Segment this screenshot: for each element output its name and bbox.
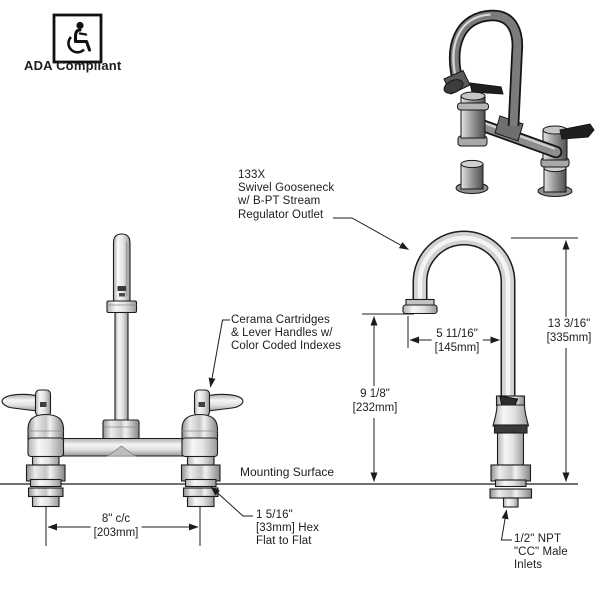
front-view-drawing	[1, 233, 244, 508]
ada-compliant-label: ADA Compliant	[24, 58, 122, 73]
callout-inlets-line-2: "CC" Male	[514, 546, 568, 559]
wheelchair-icon	[52, 13, 103, 64]
dimension-reach-metric: [145mm]	[434, 342, 480, 354]
mounting-surface-label: Mounting Surface	[240, 465, 335, 479]
callout-hex-nut: 1 5/16" [33mm] Hex Flat to Flat	[256, 509, 319, 549]
dimension-reach: 5 11/16" [145mm]	[431, 327, 483, 355]
callout-cartridges: Cerama Cartridges & Lever Handles w/ Col…	[231, 314, 341, 354]
callout-cartridges-line-3: Color Coded Indexes	[231, 340, 341, 353]
callout-spout-line-1: 133X	[238, 169, 266, 181]
dimension-spread: 8" c/c [203mm]	[90, 512, 142, 540]
callout-spout-line-3: w/ B-PT Stream	[238, 195, 321, 208]
dimension-outlet-height-imperial: 9 1/8"	[360, 388, 390, 400]
leader-cartridges	[208, 319, 230, 388]
dimension-spread-metric: [203mm]	[93, 527, 139, 539]
dimension-spread-imperial: 8" c/c	[101, 513, 131, 525]
callout-inlets: 1/2" NPT "CC" Male Inlets	[514, 533, 568, 573]
callout-hex-line-2: [33mm] Hex	[256, 522, 319, 535]
dimension-total-height-imperial: 13 3/16"	[547, 318, 591, 330]
side-view-drawing	[402, 230, 533, 508]
product-rendering	[443, 9, 595, 197]
dimension-total-height: 13 3/16" [335mm]	[543, 317, 595, 345]
callout-spout-line-4: Regulator Outlet	[238, 208, 324, 221]
callout-inlets-line-1: 1/2" NPT	[514, 533, 562, 545]
dimension-outlet-height: 9 1/8" [232mm]	[349, 387, 401, 415]
callout-hex-line-1: 1 5/16"	[256, 509, 293, 521]
leader-inlets	[500, 509, 512, 541]
leader-hex-nut	[210, 486, 253, 517]
dimension-reach-imperial: 5 11/16"	[436, 328, 478, 340]
callout-hex-line-3: Flat to Flat	[256, 535, 312, 548]
dimension-total-height-metric: [335mm]	[546, 332, 592, 344]
leader-lines	[208, 217, 512, 541]
dimension-outlet-height-metric: [232mm]	[352, 402, 398, 414]
callout-inlets-line-3: Inlets	[514, 559, 543, 572]
callout-spout: 133X Swivel Gooseneck w/ B-PT Stream Reg…	[238, 169, 334, 222]
callout-cartridges-line-1: Cerama Cartridges	[231, 314, 330, 326]
leader-spout	[333, 217, 409, 250]
callout-cartridges-line-2: & Lever Handles w/	[231, 327, 333, 340]
callout-spout-line-2: Swivel Gooseneck	[238, 182, 335, 195]
